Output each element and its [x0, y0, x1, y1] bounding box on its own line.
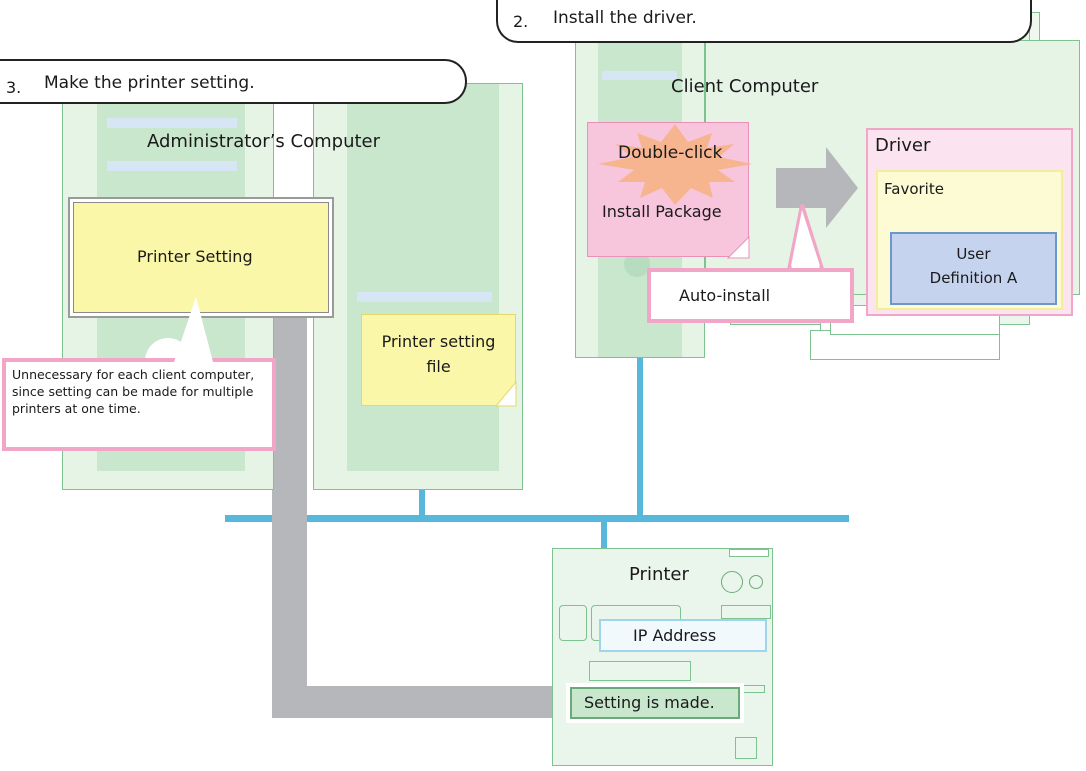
admin-file-tower: [313, 83, 523, 490]
printer-setting-file-note: Printer setting file: [361, 314, 516, 406]
admin-computer-label: Administrator’s Computer: [147, 131, 381, 152]
step-make-setting-number: 3.: [6, 78, 22, 97]
auto-install-label: Auto-install: [679, 286, 771, 305]
favorite-label: Favorite: [884, 180, 944, 198]
install-package-label: Install Package: [602, 202, 722, 221]
printer-setting-label: Printer Setting: [137, 247, 253, 266]
printer-setting-panel: Printer Setting: [73, 202, 329, 313]
unnecessary-note-text: Unnecessary for each client computer, si…: [12, 367, 255, 416]
ip-address-box: IP Address: [599, 619, 767, 652]
step-make-setting-text: Make the printer setting.: [44, 73, 255, 93]
auto-install-callout: Auto-install: [647, 268, 854, 323]
step-make-setting: 3. Make the printer setting.: [0, 59, 467, 104]
favorite-panel: Favorite User Definition A: [876, 170, 1063, 310]
double-click-label: Double-click: [618, 143, 723, 163]
unnecessary-callout: Unnecessary for each client computer, si…: [2, 358, 276, 451]
setting-made-box: Setting is made.: [566, 683, 744, 723]
step-install-driver: 2. Install the driver.: [496, 0, 1032, 43]
printer-setting-file-label: Printer setting file: [381, 332, 496, 376]
printer-label: Printer: [629, 564, 689, 585]
ip-address-label: IP Address: [633, 626, 717, 645]
step-install-driver-text: Install the driver.: [553, 8, 697, 28]
printer-button-large: [721, 571, 743, 593]
step-install-driver-number: 2.: [513, 12, 529, 31]
printer-button-small: [749, 575, 763, 589]
driver-label: Driver: [875, 135, 931, 156]
driver-window: Driver Favorite User Definition A: [866, 128, 1073, 316]
printer-setting-window: Printer Setting: [68, 197, 334, 318]
setting-made-label: Setting is made.: [584, 693, 715, 712]
user-definition-label: User Definition A: [929, 245, 1018, 287]
setting-made-panel: Setting is made.: [570, 687, 740, 719]
printer-body: Printer IP Address Setting is made.: [552, 548, 773, 766]
user-definition-box: User Definition A: [890, 232, 1057, 305]
client-computer-label: Client Computer: [671, 76, 819, 97]
